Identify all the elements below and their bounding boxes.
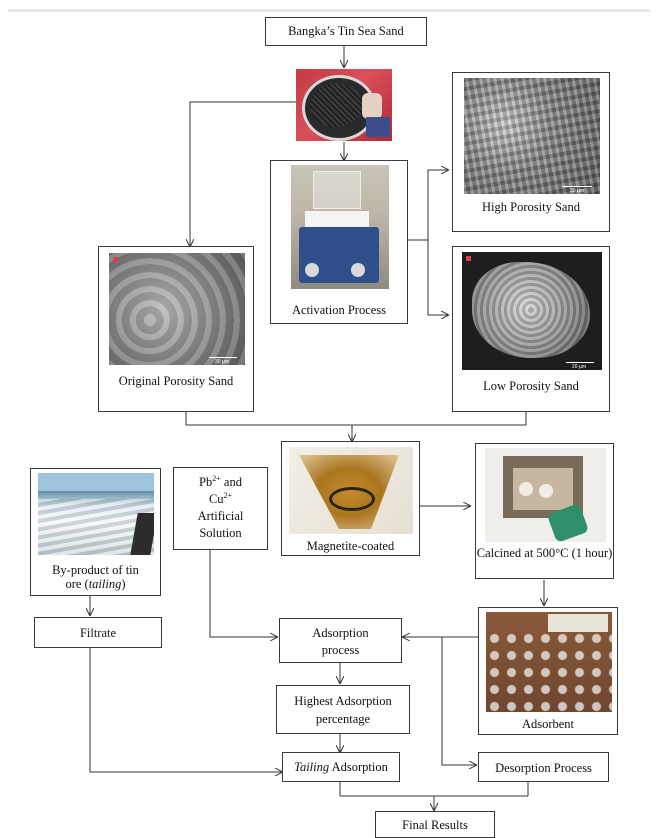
arrow-to-low xyxy=(427,240,448,315)
final-results-label: Final Results xyxy=(402,818,468,832)
low-porosity-label: Low Porosity Sand xyxy=(483,379,579,393)
solution-label-line1: Pb2+ and xyxy=(199,473,242,489)
solution-label-line2: Artificial xyxy=(197,509,244,523)
original-scale-label: 30 µm xyxy=(215,359,229,365)
tailing-adsorption-label: Tailing Adsorption xyxy=(294,760,388,774)
solution-label-line3: Solution xyxy=(199,526,242,540)
adsorbent-photo xyxy=(486,612,612,712)
byproduct-photo xyxy=(38,473,154,555)
filtrate-box: Filtrate xyxy=(34,617,162,648)
final-results-box: Final Results xyxy=(375,811,495,838)
adsorption-label-line2: process xyxy=(321,643,360,657)
solution-label-line1b: Cu2+ xyxy=(208,490,233,506)
arrow-sieve-to-original xyxy=(190,101,296,246)
arrow-to-high xyxy=(427,170,448,240)
original-porosity-label: Original Porosity Sand xyxy=(118,374,234,388)
high-scale-label: 30 µm xyxy=(570,188,584,194)
desorption-box: Desorption Process xyxy=(478,752,609,782)
activation-photo xyxy=(291,165,389,289)
low-scale-label: 20 µm xyxy=(572,364,586,370)
highest-label-line2: percentage xyxy=(315,712,371,726)
byproduct-label-line2: ore (tailing) xyxy=(65,577,126,591)
byproduct-box: By-product of tin ore (tailing) xyxy=(30,468,161,596)
high-porosity-label: High Porosity Sand xyxy=(482,200,580,214)
highest-label-line1: Highest Adsorption xyxy=(294,694,392,708)
magnetite-box: Magnetite-coated xyxy=(281,441,420,556)
activation-label: Activation Process xyxy=(291,303,387,317)
adsorption-label-line1: Adsorption xyxy=(312,626,369,640)
adsorbent-box: Adsorbent xyxy=(478,607,618,735)
solution-box: Pb2+ and Cu2+ Artificial Solution xyxy=(173,467,268,550)
highest-adsorption-box: Highest Adsorption percentage xyxy=(276,685,410,734)
filtrate-label: Filtrate xyxy=(79,626,117,640)
arrow-filtrate-to-tailing xyxy=(89,648,282,772)
magnetite-photo xyxy=(289,447,413,534)
start-label: Bangka’s Tin Sea Sand xyxy=(288,24,404,38)
arrow-solution-to-adsorption xyxy=(209,550,277,637)
desorption-label: Desorption Process xyxy=(495,761,592,775)
arrow-to-desorption xyxy=(441,637,476,765)
sieve-photo xyxy=(296,69,392,141)
calcined-label: Calcined at 500°C (1 hour) xyxy=(476,546,613,560)
top-rule xyxy=(8,9,650,12)
original-porosity-sem-image: 30 µm xyxy=(109,253,245,365)
high-porosity-box: 30 µm High Porosity Sand xyxy=(452,72,610,232)
low-porosity-box: 20 µm Low Porosity Sand xyxy=(452,246,610,412)
tailing-adsorption-box: Tailing Adsorption xyxy=(282,752,400,782)
start-box: Bangka’s Tin Sea Sand xyxy=(265,17,427,46)
original-porosity-box: 30 µm Original Porosity Sand xyxy=(98,246,254,412)
byproduct-label-line1: By-product of tin xyxy=(52,563,139,577)
high-porosity-sem-image: 30 µm xyxy=(464,78,600,194)
adsorption-box: Adsorption process xyxy=(279,618,402,663)
activation-box: Activation Process xyxy=(270,160,408,324)
magnetite-label: Magnetite-coated xyxy=(306,539,395,553)
adsorbent-label: Adsorbent xyxy=(521,717,575,731)
calcined-furnace-photo xyxy=(485,448,606,542)
calcined-box: Calcined at 500°C (1 hour) xyxy=(475,443,614,579)
low-porosity-sem-image: 20 µm xyxy=(462,252,602,370)
